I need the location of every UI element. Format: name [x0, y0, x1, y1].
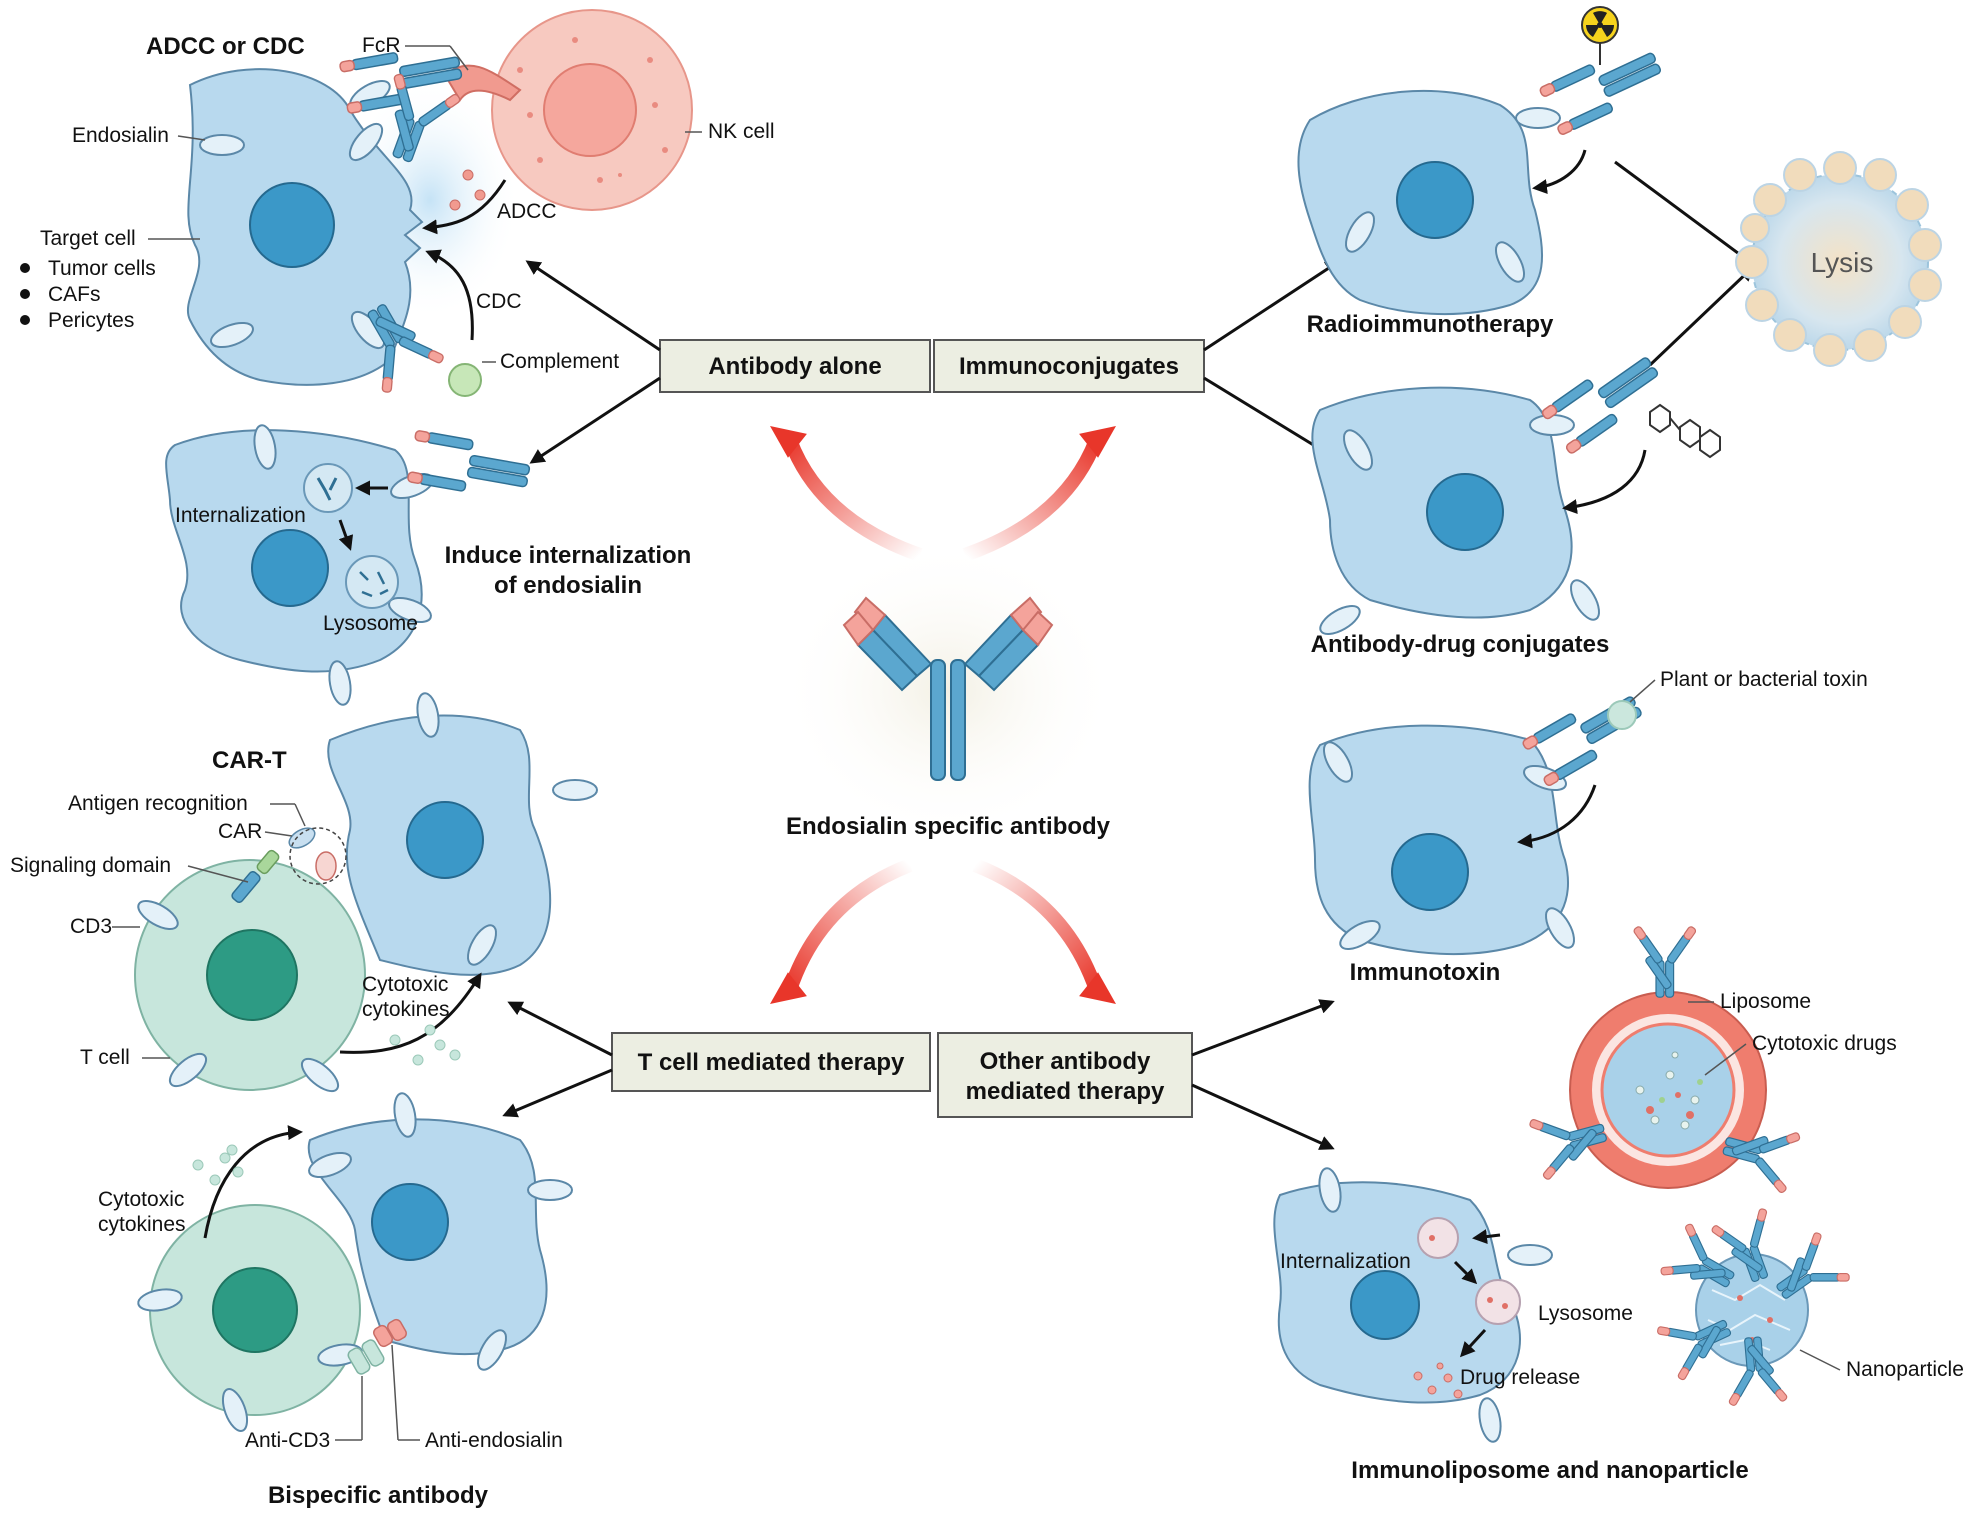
label-t-cell: T cell [80, 1046, 130, 1069]
label-right-lysosome: Lysosome [1538, 1302, 1633, 1325]
label-cdc: CDC [476, 290, 522, 313]
radioimmunotherapy-panel: Radioimmunotherapy [1297, 6, 1669, 338]
label-lysis: Lysis [1811, 247, 1874, 278]
car-receptor [231, 827, 347, 903]
bullet-pericytes: Pericytes [48, 309, 134, 332]
internalization-title-1: Induce internalization [445, 542, 692, 569]
nanoparticle-icon: Nanoparticle [1653, 1205, 1964, 1408]
red-arrow-up-right [962, 437, 1103, 562]
svg-text:Immunoconjugates: Immunoconjugates [959, 353, 1179, 380]
label-cd3: CD3 [70, 915, 112, 938]
box-immunoconjugates: Immunoconjugates [933, 339, 1205, 393]
adc-panel: Antibody-drug conjugates [1311, 343, 1721, 658]
label-cytotoxic-drugs: Cytotoxic drugs [1752, 1032, 1897, 1055]
target-cell-bullets: Tumor cells CAFs Pericytes [20, 257, 156, 332]
box-t-cell-therapy: T cell mediated therapy [611, 1032, 931, 1092]
cdc-arrow [425, 249, 474, 341]
label-antigen-recognition: Antigen recognition [68, 792, 248, 815]
center-title: Endosialin specific antibody [786, 813, 1111, 840]
fcr-receptor [443, 64, 522, 102]
internalization-title-2: of endosialin [494, 572, 642, 599]
adc-antibody-icon [1540, 343, 1669, 456]
bullet-cafs: CAFs [48, 283, 101, 306]
internalization-vesicle [303, 463, 353, 513]
label-endosialin: Endosialin [72, 124, 169, 147]
svg-text:Other antibody: Other antibody [980, 1048, 1151, 1075]
label-anti-endosialin: Anti-endosialin [425, 1429, 563, 1452]
lysis-panel: Lysis [1735, 151, 1942, 367]
drug-molecule-icon [1649, 403, 1721, 459]
immunotoxin-panel: Plant or bacterial toxin Immunotoxin [1308, 668, 1868, 986]
immunoliposome-cell-panel: Internalization Lysosome Drug release [1273, 1167, 1633, 1443]
lysosome-vesicle [345, 555, 399, 609]
internalization-panel: Internalization Lysosome Induce internal… [165, 424, 692, 706]
label-right-internalization: Internalization [1280, 1250, 1411, 1273]
label-cart-cytokines-1: Cytotoxic [362, 973, 448, 996]
svg-text:Antibody alone: Antibody alone [708, 353, 881, 380]
label-fcr: FcR [362, 34, 401, 57]
immunoliposome-title: Immunoliposome and nanoparticle [1351, 1457, 1748, 1484]
label-liposome: Liposome [1720, 990, 1811, 1013]
label-signaling-domain: Signaling domain [10, 854, 171, 877]
red-arrow-down-left [783, 858, 913, 993]
center-antibody-group: Endosialin specific antibody [778, 540, 1118, 840]
svg-text:mediated therapy: mediated therapy [966, 1078, 1165, 1105]
label-cart-cytokines-2: cytokines [362, 998, 450, 1021]
svg-text:T cell mediated therapy: T cell mediated therapy [638, 1049, 905, 1076]
box-antibody-alone: Antibody alone [659, 339, 931, 393]
adcc-cdc-panel: ADCC or CDC FcR Endosialin NK cel [20, 9, 775, 397]
label-lysosome: Lysosome [323, 612, 418, 635]
adc-title: Antibody-drug conjugates [1311, 631, 1610, 658]
label-nk-cell: NK cell [708, 120, 775, 143]
internalization-antibody-icon [406, 429, 534, 503]
black-arrows [502, 160, 1755, 1150]
red-arrow-down-right [972, 858, 1103, 993]
label-toxin: Plant or bacterial toxin [1660, 668, 1868, 691]
bispecific-title: Bispecific antibody [268, 1482, 489, 1509]
red-arrows [770, 425, 1116, 1005]
radioimmunotherapy-title: Radioimmunotherapy [1307, 311, 1554, 338]
adcc-nucleus [249, 182, 335, 268]
liposome-icon: Liposome Cytotoxic drugs [1526, 925, 1897, 1196]
bullet-tumor-cells: Tumor cells [48, 257, 156, 280]
label-internalization: Internalization [175, 504, 306, 527]
car-t-title: CAR-T [212, 747, 287, 774]
label-adcc: ADCC [497, 200, 557, 223]
label-anti-cd3: Anti-CD3 [245, 1429, 330, 1452]
red-arrow-up-left [783, 437, 923, 562]
label-car: CAR [218, 820, 262, 843]
endosialin-receptor [199, 134, 245, 156]
immunotoxin-title: Immunotoxin [1350, 959, 1501, 986]
radiation-icon [1581, 6, 1619, 44]
label-complement: Complement [500, 350, 619, 373]
bispecific-antibody-icon [347, 1318, 407, 1375]
complement-icon [448, 363, 482, 397]
box-other-therapy: Other antibody mediated therapy [937, 1032, 1193, 1118]
label-drug-release: Drug release [1460, 1366, 1580, 1389]
label-target-cell: Target cell [40, 227, 136, 250]
car-t-panel: CAR-T Antigen recognition CAR Signaling … [10, 692, 598, 1093]
toxin-icon [1607, 700, 1637, 730]
adcc-title: ADCC or CDC [146, 33, 305, 60]
center-antibody-icon [842, 596, 1054, 781]
label-bispecific-cytokines-2: cytokines [98, 1213, 186, 1236]
adcc-arrow [422, 179, 507, 235]
label-nanoparticle: Nanoparticle [1846, 1358, 1964, 1381]
bispecific-panel: Cytotoxic cytokines Anti-CD3 Anti-endosi… [98, 1092, 573, 1509]
label-bispecific-cytokines-1: Cytotoxic [98, 1188, 184, 1211]
